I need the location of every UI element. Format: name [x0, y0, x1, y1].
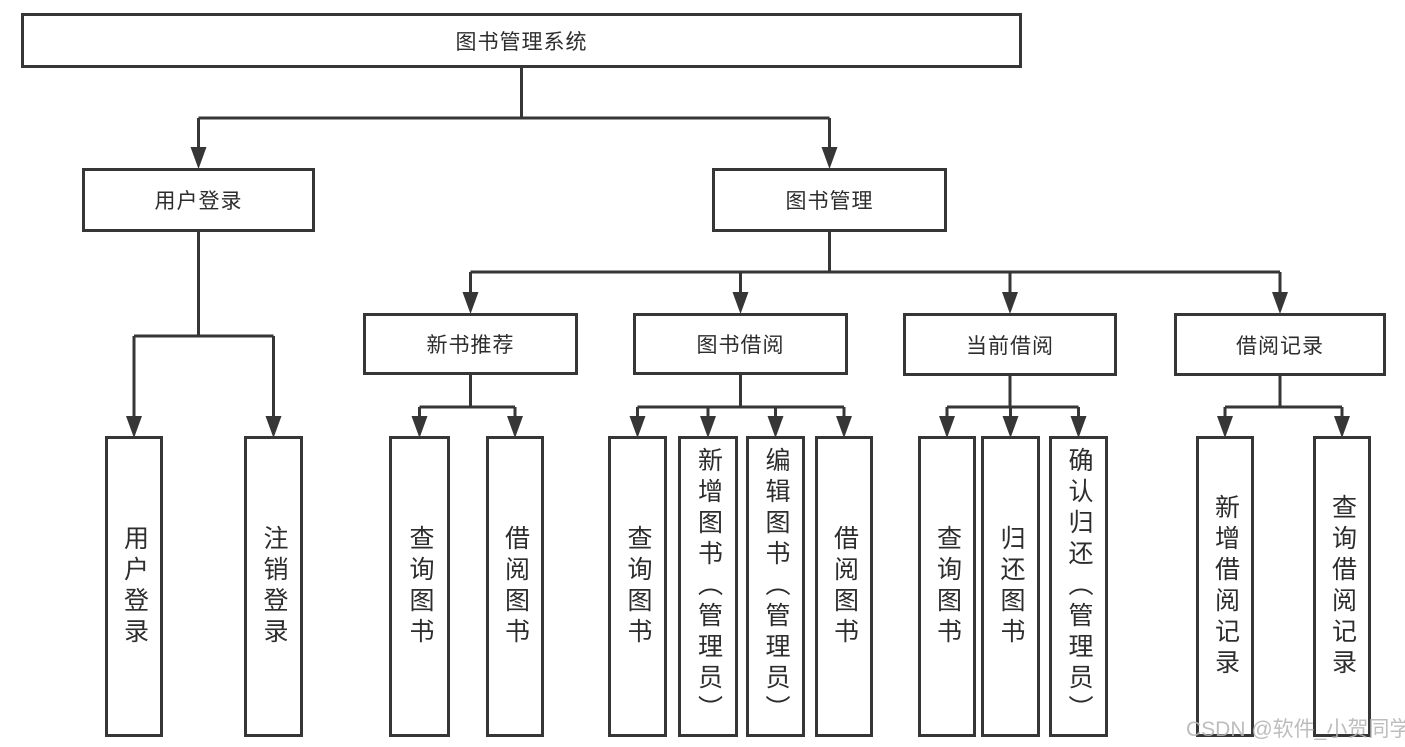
leaf-logout: 注销登录 [244, 436, 303, 737]
leaf-recommend-borrow-book: 借阅图书 [486, 436, 544, 737]
leaf-current-confirm-return-admin: 确认归还（管理员） [1049, 436, 1108, 737]
leaf-user-login: 用户登录 [105, 436, 163, 737]
leaf-current-return-book: 归还图书 [981, 436, 1040, 737]
leaf-borrow-add-book-admin: 新增图书（管理员） [678, 436, 738, 737]
csdn-watermark: CSDN @软件_小贺同学 [1186, 718, 1405, 741]
leaf-recommend-query-book: 查询图书 [389, 436, 450, 737]
leaf-borrow-query-book: 查询图书 [608, 436, 667, 737]
leaf-borrow-edit-book-admin: 编辑图书（管理员） [746, 436, 805, 737]
node-root-system: 图书管理系统 [21, 13, 1022, 68]
node-borrow-record: 借阅记录 [1174, 313, 1386, 376]
node-user-login: 用户登录 [82, 168, 315, 232]
leaf-record-query-borrow-record: 查询借阅记录 [1313, 436, 1371, 737]
node-current-borrow: 当前借阅 [903, 313, 1117, 376]
node-book-borrow: 图书借阅 [633, 313, 848, 375]
leaf-current-query-book: 查询图书 [918, 436, 976, 737]
leaf-record-add-borrow-record: 新增借阅记录 [1196, 436, 1254, 737]
node-book-management: 图书管理 [712, 168, 947, 232]
node-new-book-recommend: 新书推荐 [363, 313, 578, 375]
leaf-borrow-borrow-book: 借阅图书 [815, 436, 873, 737]
